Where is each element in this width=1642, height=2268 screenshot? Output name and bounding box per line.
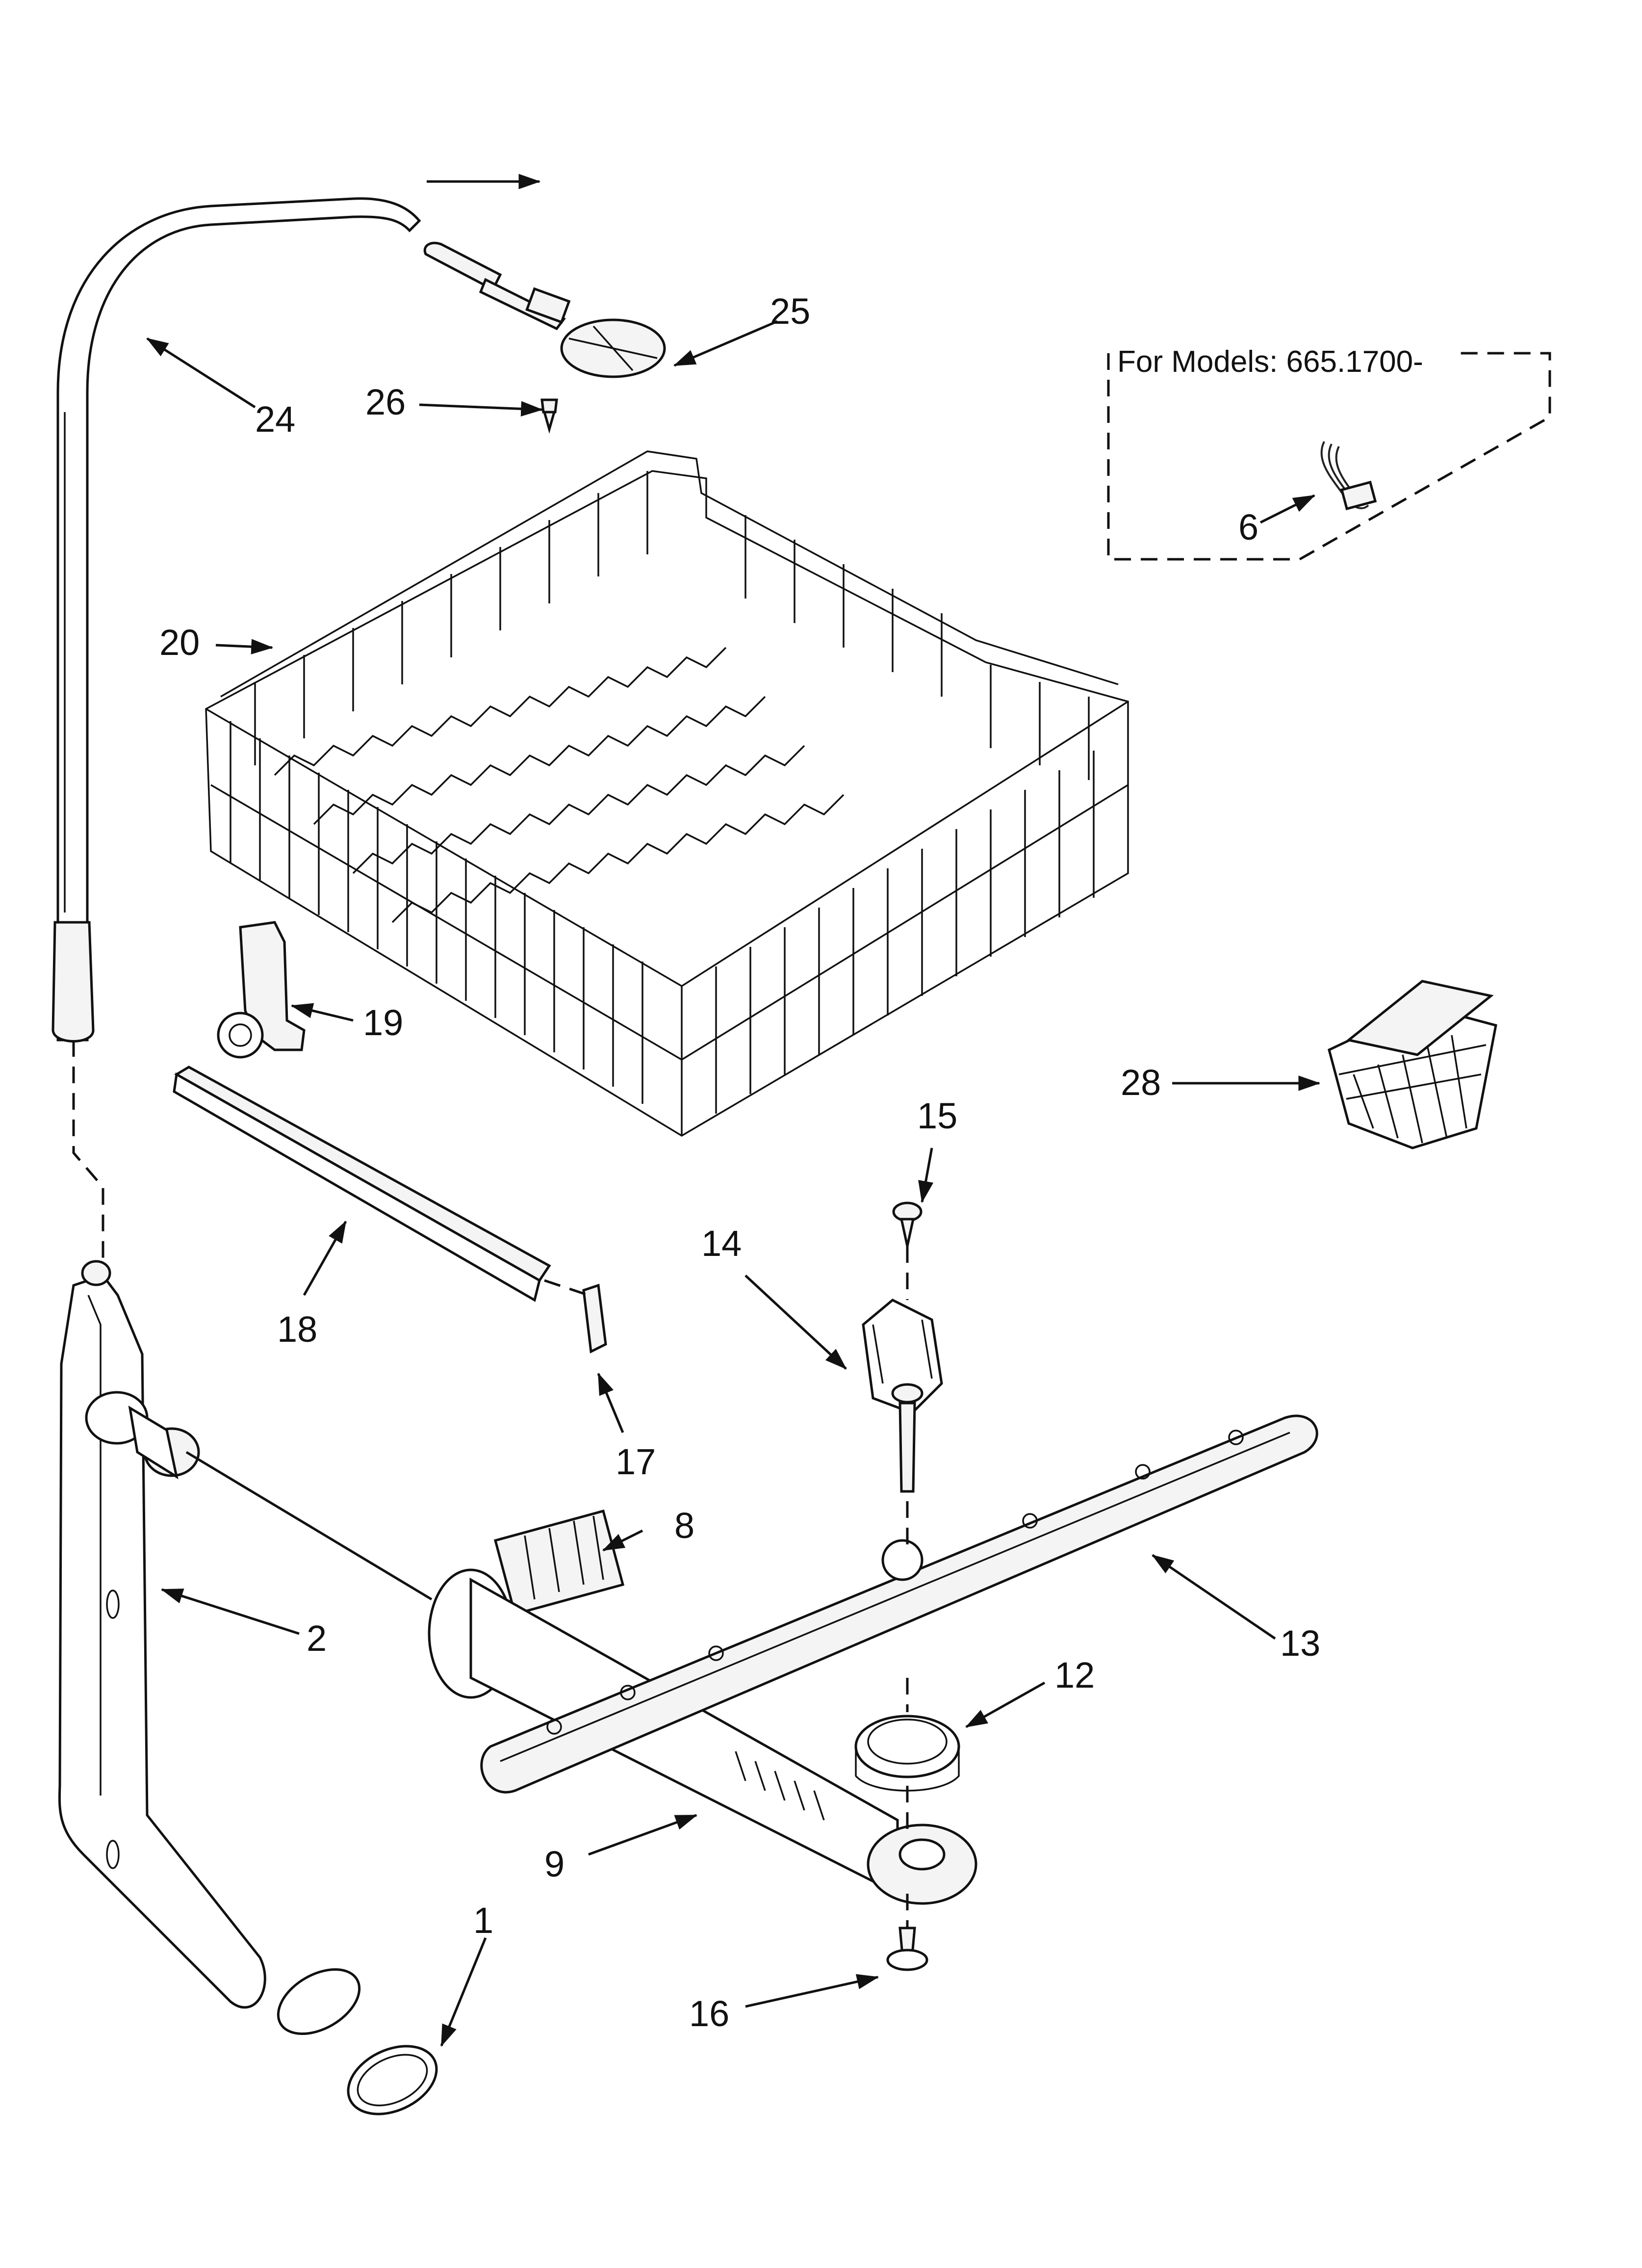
rack-rail-part: [173, 1066, 551, 1302]
dish-rack-part: [205, 450, 1129, 1137]
part-label-12: 12: [1054, 1655, 1095, 1695]
rack-front-wires: [230, 721, 1095, 1114]
wire-harness-part: [1320, 441, 1377, 511]
screw-16-part: [886, 1927, 928, 1971]
screw-15-part: [892, 1201, 923, 1247]
feed-tube-part: [428, 1568, 977, 1905]
end-cap-clip-part: [582, 1283, 607, 1354]
model-note-text: For Models: 665.1700-: [1117, 345, 1423, 379]
model-note-box: For Models: 665.1700-: [1107, 339, 1551, 561]
part-label-15: 15: [917, 1095, 957, 1136]
part-label-28: 28: [1121, 1062, 1161, 1103]
part-label-19: 19: [363, 1002, 403, 1043]
manifold-clip-part: [493, 1509, 625, 1616]
lower-manifold-part: [58, 1260, 361, 2035]
part-label-8: 8: [674, 1505, 694, 1546]
part-label-6: 6: [1238, 507, 1258, 547]
part-label-14: 14: [701, 1223, 742, 1264]
o-ring-part: [347, 2045, 438, 2115]
part-label-17: 17: [616, 1441, 656, 1482]
part-label-20: 20: [159, 622, 200, 663]
part-label-1: 1: [473, 1900, 493, 1941]
leader-arrows: [146, 174, 1321, 2047]
rack-adjuster-part: [217, 921, 306, 1059]
spray-nozzle-part: [423, 241, 666, 378]
supply-tube-part: [51, 197, 421, 1043]
rack-back-wires: [254, 471, 1090, 780]
spray-arm-mount-part: [862, 1299, 943, 1493]
part-label-13: 13: [1280, 1623, 1320, 1664]
rack-tines: [274, 647, 845, 923]
silverware-basket-part: [1328, 980, 1497, 1149]
part-label-2: 2: [307, 1618, 327, 1659]
part-label-24: 24: [255, 399, 295, 440]
part-label-18: 18: [277, 1309, 317, 1350]
part-number-labels: 24 25 26 20 6 19 28 15 14 18 17 8 2 13 1…: [159, 291, 1320, 2034]
part-label-25: 25: [770, 291, 810, 332]
part-label-9: 9: [544, 1844, 564, 1884]
part-label-16: 16: [689, 1993, 729, 2034]
bearing-ring-part: [854, 1715, 960, 1792]
alignment-lines: [72, 1040, 909, 1928]
screw-26-part: [540, 398, 558, 434]
lower-spray-arm-part: [480, 1414, 1318, 1794]
part-label-26: 26: [365, 382, 406, 422]
